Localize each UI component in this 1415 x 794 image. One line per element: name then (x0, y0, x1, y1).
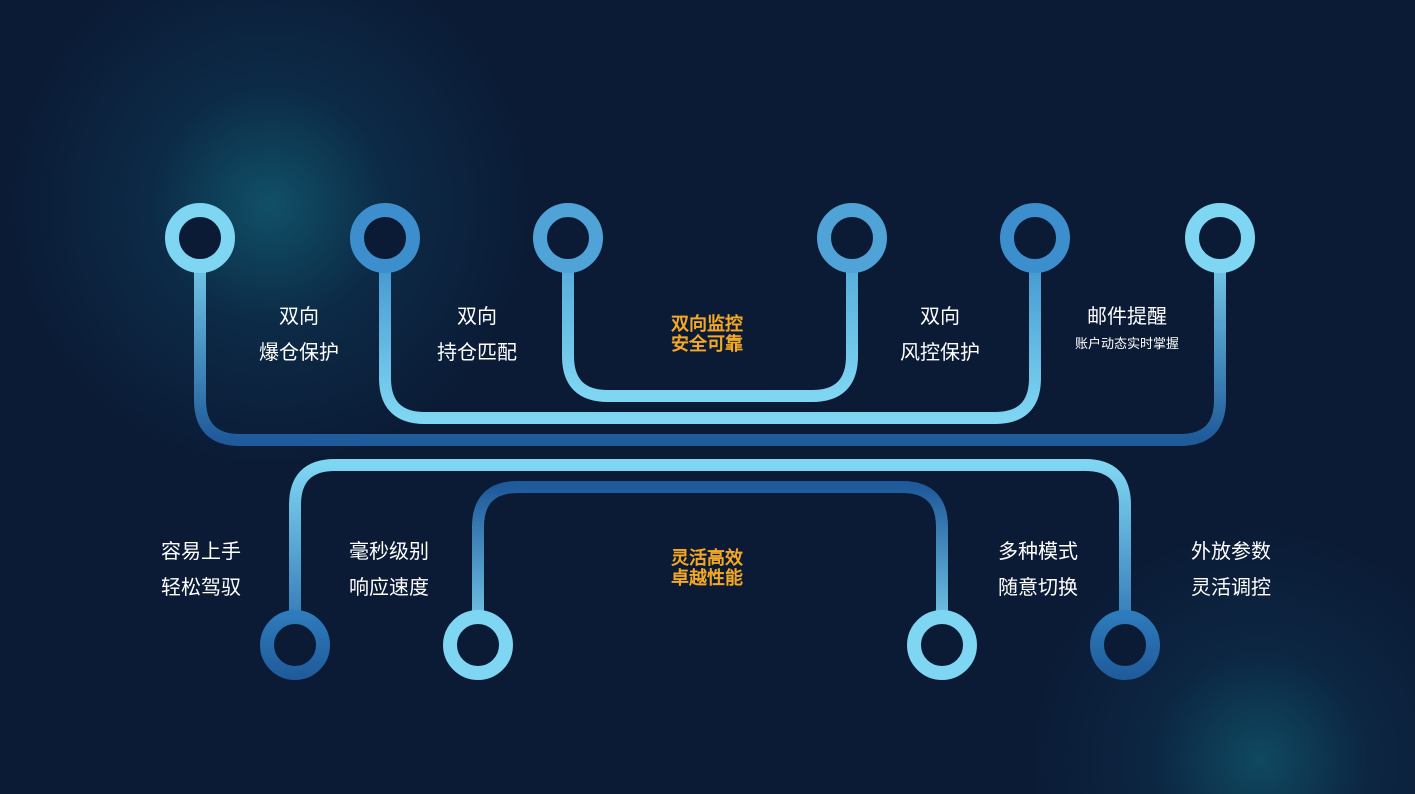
label-line: 响应速度 (349, 575, 429, 599)
label-millisecond-response: 毫秒级别 响应速度 (349, 533, 429, 605)
label-line: 随意切换 (998, 575, 1078, 599)
node-top-4 (817, 203, 887, 273)
top-outer-trace (194, 234, 1226, 446)
node-bottom-2 (443, 610, 513, 680)
node-bottom-4 (1090, 610, 1160, 680)
top-group-title: 双向监控 安全可靠 (671, 315, 743, 355)
node-bottom-1 (260, 610, 330, 680)
bottom-inner-trace (472, 481, 948, 651)
label-line: 双向 (279, 304, 319, 328)
label-two-way-liquidation-protection: 双向 爆仓保护 (259, 298, 339, 370)
node-top-1 (165, 203, 235, 273)
label-subtitle: 账户动态实时掌握 (1074, 337, 1180, 352)
label-line: 持仓匹配 (437, 340, 517, 364)
title-line: 灵活高效 (671, 548, 743, 569)
label-easy-to-use: 容易上手 轻松驾驭 (161, 533, 241, 605)
label-line: 外放参数 (1191, 539, 1271, 563)
label-line: 毫秒级别 (349, 539, 429, 563)
title-line: 双向监控 (671, 314, 743, 335)
top-middle-trace (379, 234, 1041, 424)
label-line: 容易上手 (161, 539, 241, 563)
node-top-5 (1000, 203, 1070, 273)
label-title: 邮件提醒 (1086, 304, 1167, 328)
node-top-3 (533, 203, 603, 273)
label-line: 多种模式 (998, 539, 1078, 563)
node-top-2 (350, 203, 420, 273)
node-top-6 (1185, 203, 1255, 273)
bottom-group-title: 灵活高效 卓越性能 (671, 549, 743, 589)
label-email-alert: 邮件提醒 账户动态实时掌握 (1075, 298, 1179, 356)
label-two-way-risk-protection: 双向 风控保护 (900, 298, 980, 370)
label-line: 风控保护 (900, 340, 980, 364)
label-multiple-modes: 多种模式 随意切换 (998, 533, 1078, 605)
label-line: 灵活调控 (1191, 575, 1271, 599)
label-line: 爆仓保护 (259, 340, 339, 364)
title-line: 安全可靠 (671, 334, 743, 355)
bottom-outer-trace (289, 459, 1131, 651)
label-line: 轻松驾驭 (161, 575, 241, 599)
top-inner-trace (562, 234, 858, 402)
label-line: 双向 (920, 304, 960, 328)
label-two-way-position-matching: 双向 持仓匹配 (437, 298, 517, 370)
node-bottom-3 (907, 610, 977, 680)
title-line: 卓越性能 (671, 568, 743, 589)
label-external-parameters: 外放参数 灵活调控 (1191, 533, 1271, 605)
label-line: 双向 (457, 304, 497, 328)
